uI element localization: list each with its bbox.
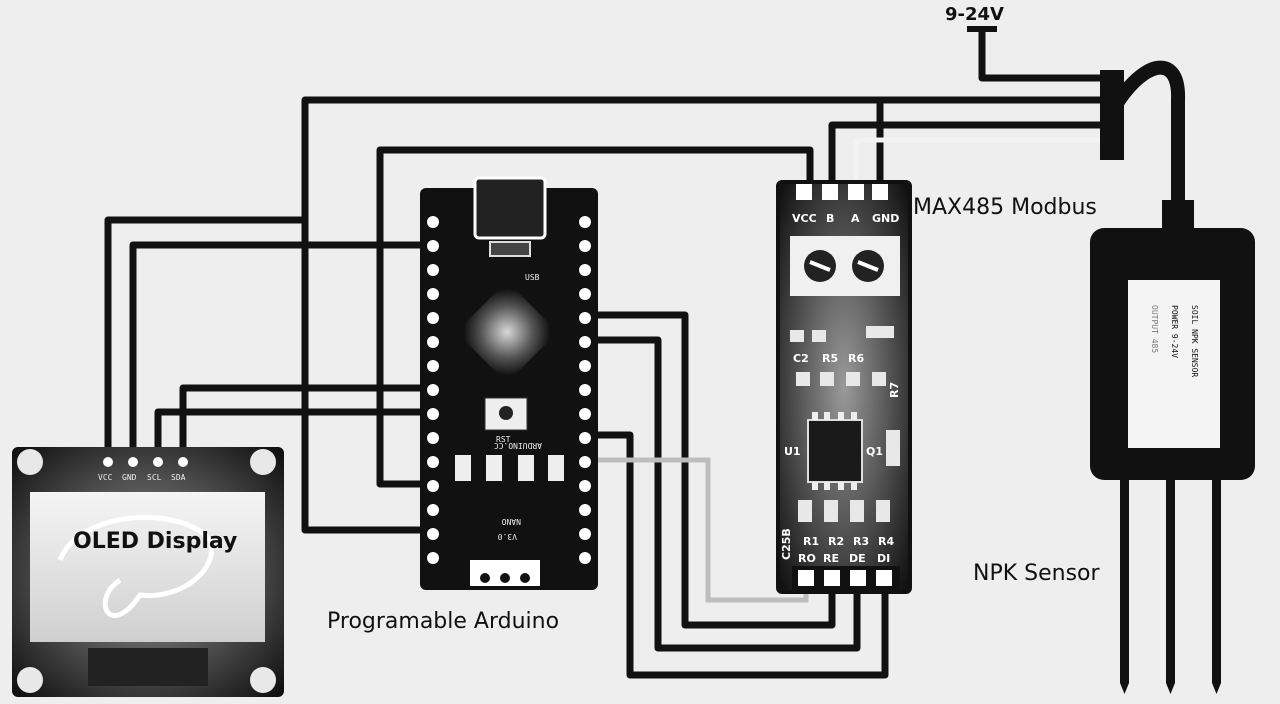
oled-pin-sda: SDA <box>171 473 186 482</box>
oled-scribble <box>57 515 214 619</box>
arduino-board: USB ARDUINO.CC NANO V3.0 RST <box>420 176 598 590</box>
arduino-left-pins <box>427 216 439 564</box>
probe-3 <box>1212 478 1221 683</box>
wire-supply <box>978 30 1105 82</box>
supply-label: 9-24V <box>945 4 1004 25</box>
oled-pin-vcc: VCC <box>98 473 113 482</box>
wire-d-re <box>585 336 861 652</box>
wire-oled-gnd <box>129 241 433 458</box>
wire-gnd-arduino <box>301 96 1105 534</box>
probe-2 <box>1166 478 1175 683</box>
arduino-usb-mark: USB <box>525 273 540 282</box>
wire-5v-max485-vcc <box>376 146 814 488</box>
max485-chip <box>807 419 863 483</box>
wire-white-a <box>853 137 1105 192</box>
max485-pin-de: DE <box>849 552 866 565</box>
oled-label: OLED Display <box>73 529 237 554</box>
oled-module: VCC GND SCL SDA <box>12 447 284 697</box>
max485-mark-c25b: C25B <box>780 528 793 560</box>
max485-pin-re: RE <box>823 552 839 565</box>
npk-label-plate <box>1128 280 1220 448</box>
wire-d-di <box>585 431 889 679</box>
usb-port <box>473 176 547 240</box>
wires <box>104 30 1105 679</box>
wire-d-ro <box>585 311 836 629</box>
max485-pin-vcc: VCC <box>792 212 817 225</box>
arduino-right-pins <box>579 216 591 564</box>
max485-pin-ro: RO <box>798 552 816 565</box>
wire-light <box>585 457 809 603</box>
max485-mark-r2: R2 <box>828 535 844 548</box>
arduino-nano-mark: NANO <box>502 517 521 526</box>
max485-pin-b: B <box>826 212 834 225</box>
npk-plate-line1: SOIL NPK SENSOR <box>1190 305 1199 377</box>
arduino-label: Programable Arduino <box>327 609 559 634</box>
max485-mark-u1: U1 <box>784 445 801 458</box>
max485-mark-r3: R3 <box>853 535 869 548</box>
arduino-cc-mark: ARDUINO.CC <box>494 441 542 450</box>
arduino-rst-mark: RST <box>496 435 511 444</box>
max485-module: VCC B A GND U1 C25B R7 R1 R2 R3 <box>776 180 912 594</box>
oled-pin-scl: SCL <box>147 473 162 482</box>
max485-pin-di: DI <box>877 552 890 565</box>
oled-screen <box>30 492 265 642</box>
wire-oled-scl <box>154 408 433 458</box>
sensor-cable <box>1103 60 1186 215</box>
wire-max485-b <box>828 121 1105 192</box>
wire-oled-sda <box>179 384 433 458</box>
max485-mark-r1: R1 <box>803 535 819 548</box>
max485-label: MAX485 Modbus <box>913 195 1097 220</box>
npk-plate-line3: OUTPUT 485 <box>1150 305 1159 353</box>
npk-plate-line2: POWER 9-24V <box>1170 305 1179 358</box>
supply-terminal <box>967 26 997 32</box>
max485-pin-gnd: GND <box>872 212 899 225</box>
npk-label: NPK Sensor <box>973 561 1101 586</box>
wire-oled-vcc <box>104 216 305 458</box>
oled-pin-gnd: GND <box>122 473 137 482</box>
arduino-version-mark: V3.0 <box>498 532 517 541</box>
max485-mark-c2: C2 <box>793 352 809 365</box>
probe-1 <box>1120 478 1129 683</box>
npk-sensor: SOIL NPK SENSOR POWER 9-24V OUTPUT 485 <box>1090 200 1255 694</box>
max485-mark-r4: R4 <box>878 535 894 548</box>
max485-mark-r6: R6 <box>848 352 864 365</box>
max485-mark-r5: R5 <box>822 352 838 365</box>
max485-mark-q1: Q1 <box>866 445 883 458</box>
max485-pin-a: A <box>851 212 860 225</box>
max485-mark-r7: R7 <box>888 382 901 398</box>
